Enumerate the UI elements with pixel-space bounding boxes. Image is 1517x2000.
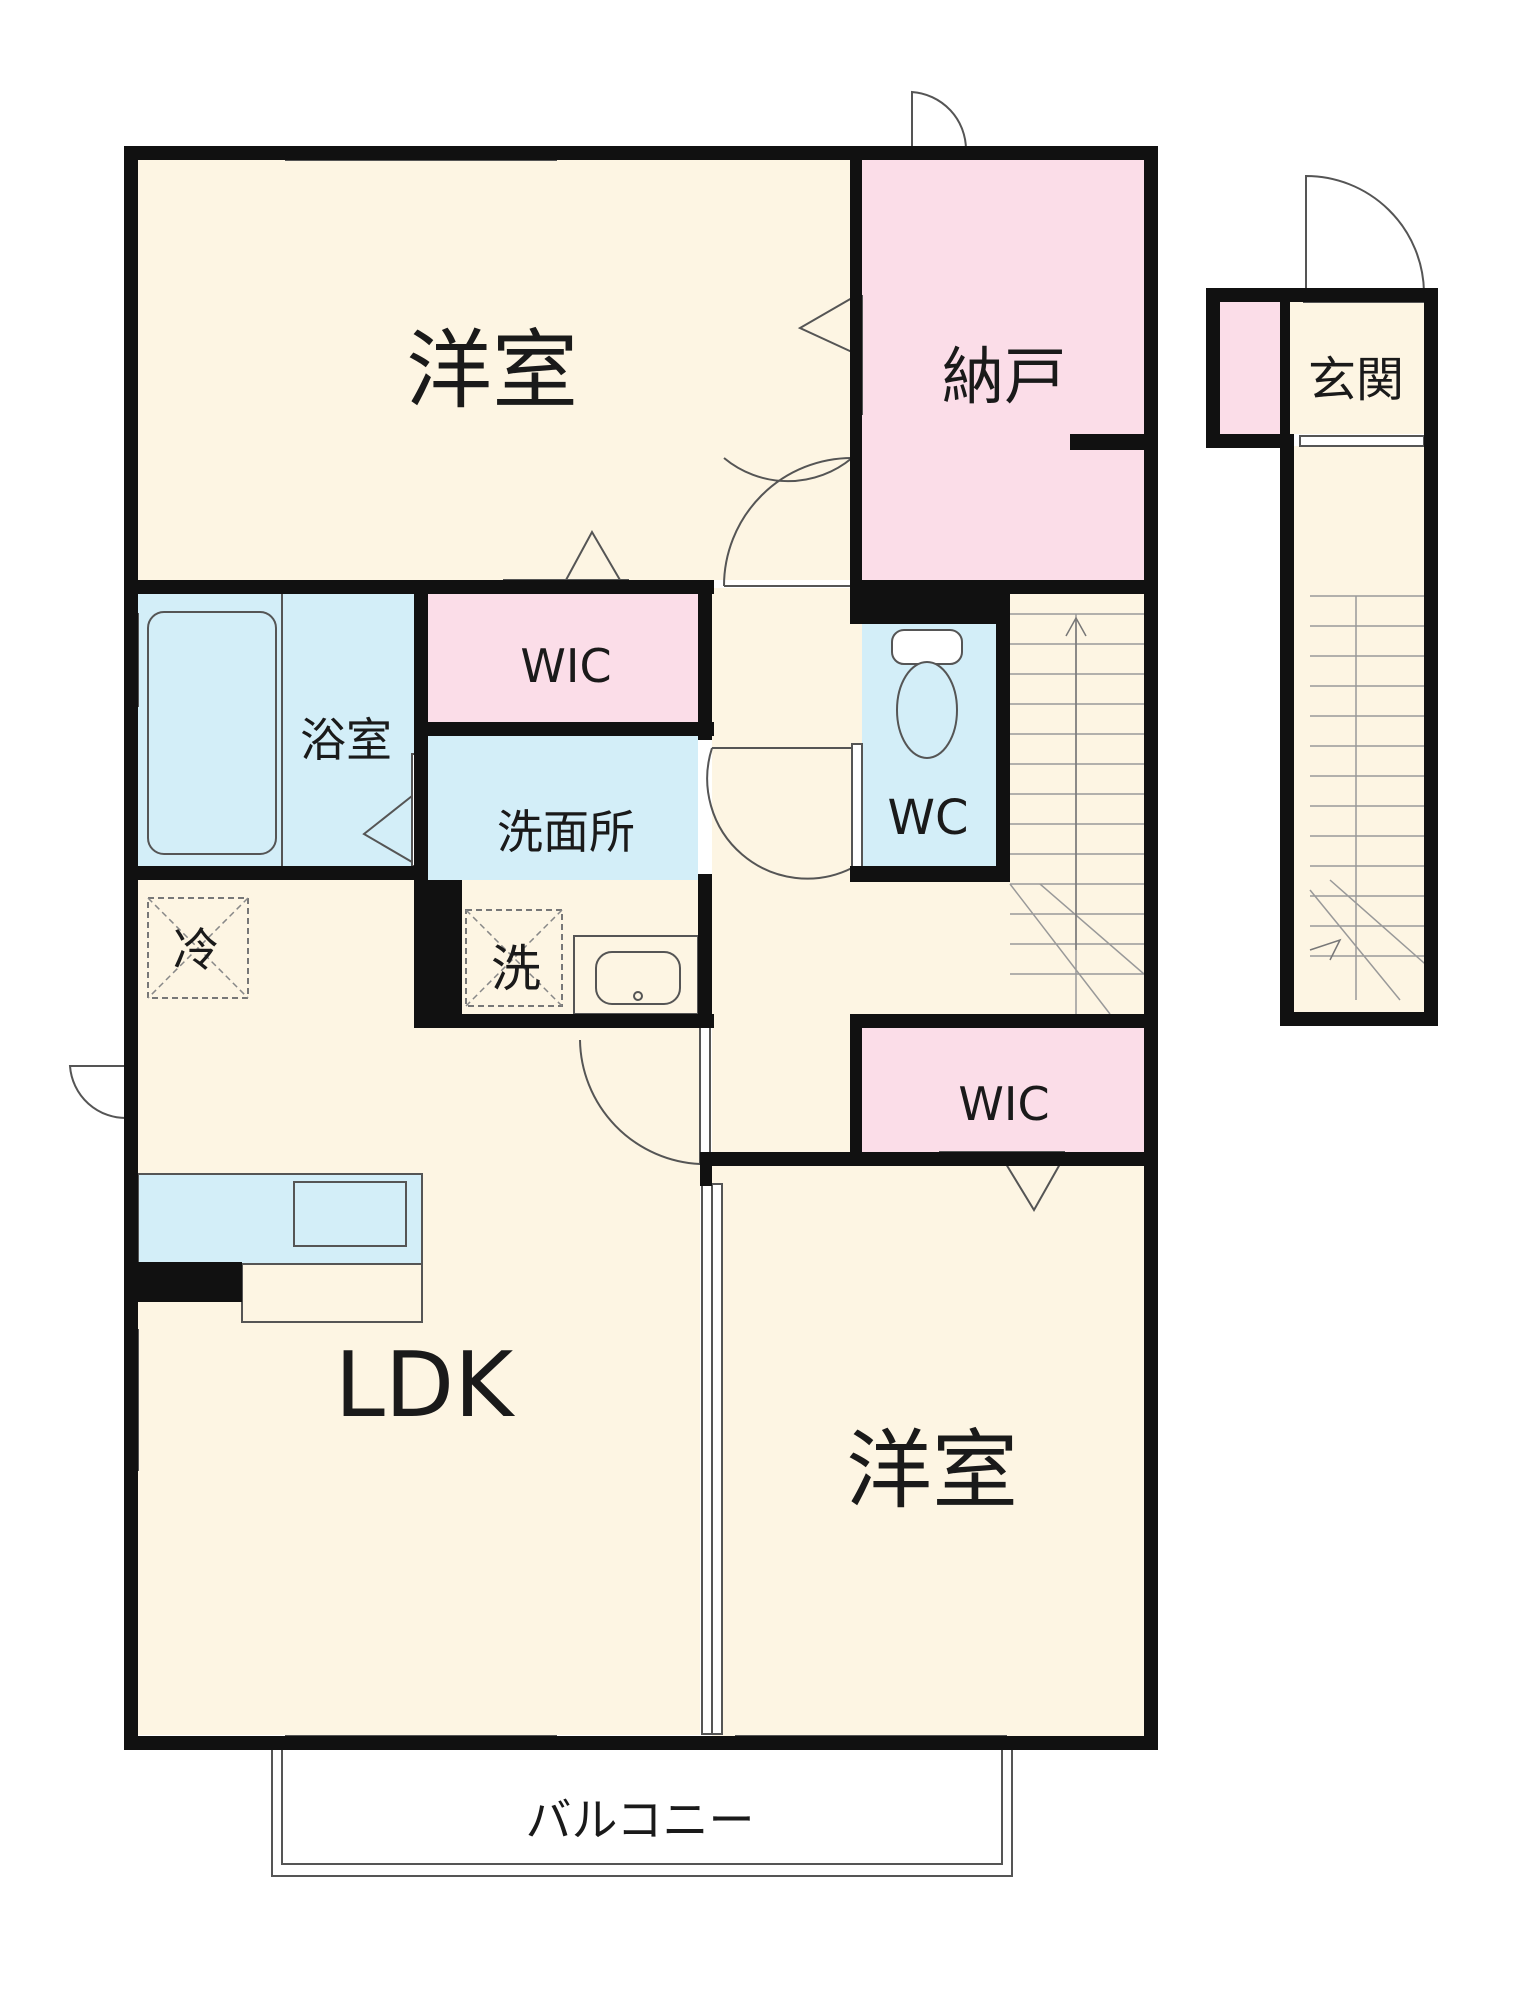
label-fridge-space: 冷 — [173, 923, 219, 977]
label-bathroom: 浴室 — [300, 713, 392, 767]
external-stairs — [1309, 595, 1433, 1001]
kitchen-lower-counter — [241, 1263, 423, 1323]
room-fills — [138, 160, 1432, 1736]
internal-stairs — [1009, 613, 1145, 1015]
label-washroom: 洗面所 — [497, 805, 635, 859]
sink-basin — [595, 951, 681, 1005]
toilet-bowl — [896, 661, 958, 759]
bathtub — [147, 611, 277, 855]
wic-upper-fill — [428, 594, 698, 722]
labels: 洋室 納戸 玄関 WIC 浴室 洗面所 WC 冷 洗 WIC LDK 洋室 バル… — [173, 321, 1404, 1847]
room-western-bottom-fill — [712, 1166, 1144, 1736]
label-western-room-bottom: 洋室 — [846, 1421, 1018, 1521]
label-wic-upper: WIC — [520, 639, 611, 693]
entrance-fill — [1220, 302, 1280, 434]
fridge-space-box — [147, 897, 249, 999]
washer-space-box — [465, 909, 563, 1007]
wic-lower-fill — [862, 1028, 1144, 1152]
kitchen-sink — [293, 1181, 407, 1247]
label-nando: 納戸 — [942, 340, 1066, 413]
label-balcony: バルコニー — [525, 1793, 754, 1847]
toilet-tank — [891, 629, 963, 665]
entrance-floor-fill — [1290, 302, 1424, 434]
external-stair-fill — [1290, 446, 1432, 1012]
walls — [124, 146, 1438, 1750]
label-ldk: LDK — [335, 1333, 515, 1438]
stairs-fill — [1010, 594, 1144, 1014]
fixtures — [137, 594, 963, 1323]
room-nando-fill — [862, 160, 1144, 580]
room-western-top-fill — [138, 160, 850, 580]
doors-and-windows — [68, 90, 1429, 1877]
label-wc: WC — [888, 790, 969, 846]
label-washer-space: 洗 — [491, 940, 541, 998]
label-wic-lower: WIC — [958, 1077, 1049, 1131]
label-western-room-top: 洋室 — [406, 321, 578, 421]
kitchen-counter — [137, 1173, 423, 1265]
label-entrance: 玄関 — [1308, 352, 1404, 408]
